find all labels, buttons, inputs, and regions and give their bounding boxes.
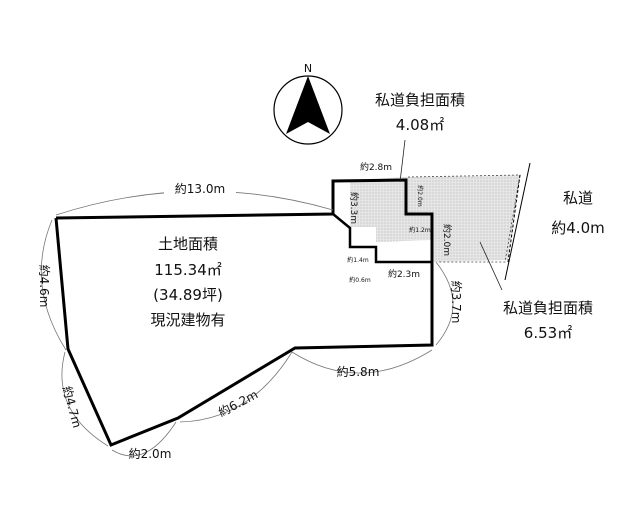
leader-burden-top (399, 139, 406, 183)
private-road-burden-area (350, 175, 520, 262)
dim-notch-inner-small: 約2.0m (416, 185, 424, 207)
north-arrow-icon (286, 76, 330, 134)
private-road-width: 約4.0m (551, 219, 604, 237)
dim-bottom-short: 約2.0m (129, 446, 172, 461)
burden-right-area: 6.53㎡ (524, 324, 572, 342)
dim-left-upper: 約4.6m (37, 265, 52, 308)
compass-letter: N (304, 62, 312, 75)
dim-notch-left: 約3.3m (348, 192, 360, 224)
dim-top-bg (164, 180, 236, 196)
dim-notch-top: 約2.8m (360, 161, 392, 173)
dim-notch-bottom: 約2.3m (388, 268, 420, 280)
land-area-tsubo: (34.89坪) (153, 286, 223, 304)
leader-burden-right (479, 241, 503, 291)
notch-boundary (332, 213, 432, 264)
burden-right-title: 私道負担面積 (503, 299, 593, 317)
dim-arc-bottom-diagonal (179, 351, 293, 423)
private-road-line-outer (504, 162, 531, 281)
burden-top-area: 4.08㎡ (396, 116, 444, 134)
north-compass: N (273, 62, 343, 145)
dim-left-lower: 約4.7m (60, 384, 86, 429)
dim-arc-left-lower (61, 351, 109, 447)
dim-notch-inner-tiny: 約1.2m (409, 226, 431, 234)
burden-area-outline (407, 174, 521, 263)
private-road-label: 私道 (563, 189, 593, 207)
burden-top-title: 私道負担面積 (375, 91, 465, 109)
land-boundary (54, 178, 434, 447)
land-area-m2: 115.34㎡ (154, 261, 222, 279)
dim-notch-small-b: 約0.6m (349, 276, 371, 284)
dim-bottom-right: 約5.8m (337, 364, 380, 379)
dim-top: 約13.0m (175, 181, 225, 196)
dim-notch-inner-right: 約2.0m (441, 224, 453, 256)
land-status: 現況建物有 (150, 311, 225, 329)
dim-arc-left-upper (40, 219, 67, 351)
dim-arc-bottom-short (111, 421, 177, 457)
dim-arc-bottom-right (291, 349, 433, 374)
land-area-title: 土地面積 (158, 235, 218, 253)
dim-notch-small-a: 約1.4m (347, 256, 369, 264)
dim-right-lower: 約3.7m (449, 281, 464, 324)
dim-arc-right-lower (435, 261, 454, 346)
